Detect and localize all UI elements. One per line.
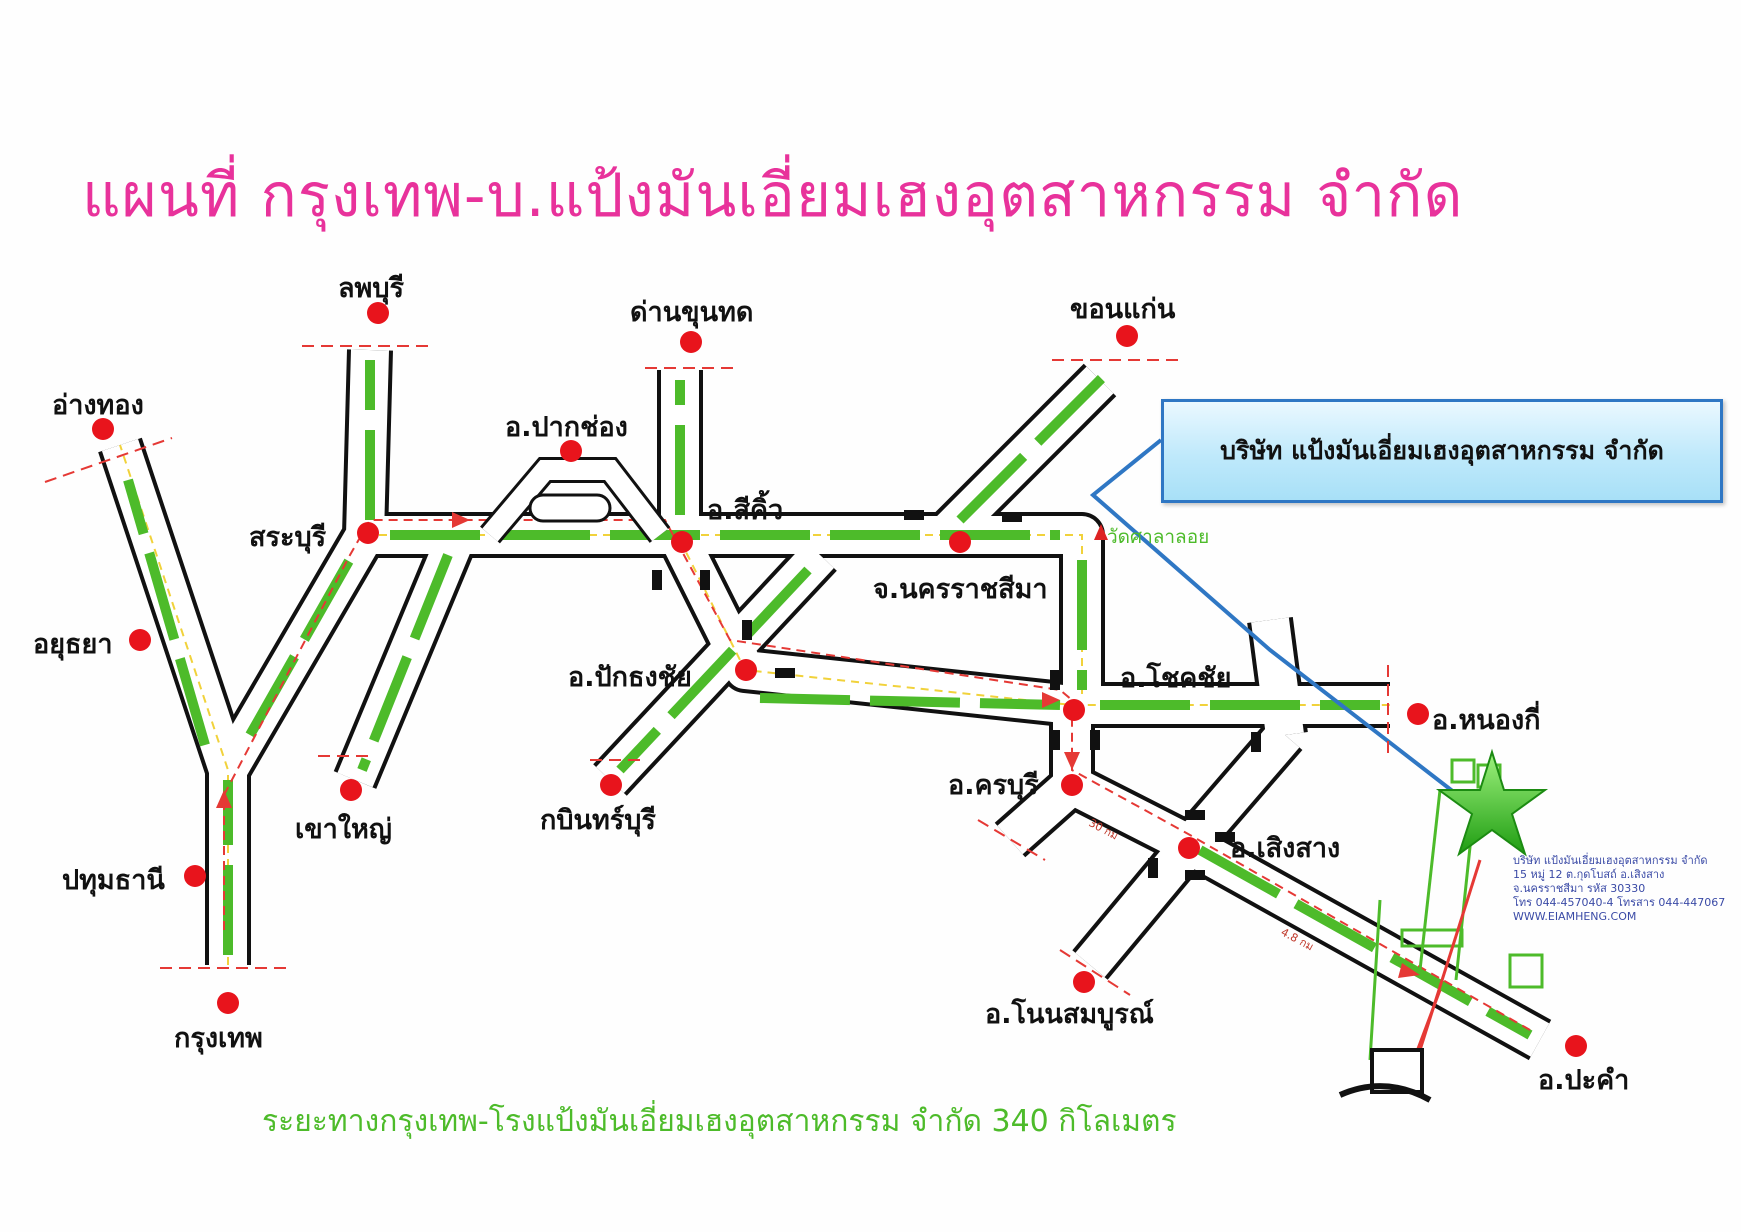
factory-info-line: บริษัท แป้งมันเอี่ยมเฮงอุตสาหกรรม จำกัด bbox=[1513, 854, 1708, 867]
label-kabinburi: กบินทร์บุรี bbox=[540, 805, 656, 836]
city-markers bbox=[92, 302, 1587, 1057]
factory-info-line: 15 หมู่ 12 ต.กุดโบสถ์ อ.เสิงสาง bbox=[1513, 868, 1665, 881]
label-soengsang: อ.เสิงสาง bbox=[1230, 833, 1341, 864]
factory-info-line: จ.นครราชสีมา รหัส 30330 bbox=[1513, 882, 1646, 895]
label-khaoyai: เขาใหญ่ bbox=[295, 814, 392, 845]
label-nongki: อ.หนองกี่ bbox=[1432, 705, 1541, 736]
label-dankhuntot: ด่านขุนทด bbox=[630, 297, 754, 328]
label-khonkaen: ขอนแก่น bbox=[1070, 294, 1176, 325]
label-bangkok: กรุงเทพ bbox=[174, 1023, 263, 1054]
label-ayutthaya: อยุธยา bbox=[33, 629, 113, 660]
distance-footer: ระยะทางกรุงเทพ-โรงแป้งมันเอี่ยมเฮงอุตสาห… bbox=[262, 1104, 1177, 1139]
company-callout: บริษัท แป้งมันเอี่ยมเฮงอุตสาหกรรม จำกัด bbox=[1161, 399, 1723, 503]
factory-star-icon bbox=[1435, 748, 1549, 857]
label-sikhio: อ.สีคิ้ว bbox=[707, 495, 784, 526]
factory-website: WWW.EIAMHENG.COM bbox=[1513, 910, 1637, 923]
route-arrows bbox=[216, 512, 1420, 978]
river bbox=[1338, 1083, 1432, 1103]
label-chokchai: อ.โชคชัย bbox=[1120, 663, 1232, 694]
label-nakhonratchasima: จ.นครราชสีมา bbox=[873, 574, 1048, 605]
temple-icon bbox=[1094, 524, 1108, 540]
factory-info: บริษัท แป้งมันเอี่ยมเฮงอุตสาหกรรม จำกัด … bbox=[1513, 854, 1725, 924]
label-landmark: วัดศาลาลอย bbox=[1107, 526, 1210, 548]
label-pakham: อ.ปะคำ bbox=[1538, 1065, 1630, 1096]
pakchong-loop bbox=[480, 457, 671, 544]
traffic-light-icons bbox=[652, 510, 1261, 880]
label-angthong: อ่างทอง bbox=[52, 390, 144, 421]
callout-text: บริษัท แป้งมันเอี่ยมเฮงอุตสาหกรรม จำกัด bbox=[1220, 436, 1664, 465]
province-boundaries bbox=[44, 345, 1389, 996]
route-line bbox=[223, 519, 1531, 1031]
label-pakthongchai: อ.ปักธงชัย bbox=[568, 662, 692, 693]
label-saraburi: สระบุรี bbox=[249, 522, 327, 553]
page-title: แผนที่ กรุงเทพ-บ.แป้งมันเอี่ยมเฮงอุตสาหก… bbox=[82, 161, 1464, 231]
label-khonburi: อ.ครบุรี bbox=[948, 770, 1039, 801]
factory-info-line: โทร 044-457040-4 โทรสาร 044-447067 bbox=[1513, 896, 1726, 909]
callout-pointer bbox=[1089, 438, 1492, 822]
label-lopburi: ลพบุรี bbox=[338, 273, 404, 304]
label-pakchong: อ.ปากช่อง bbox=[505, 412, 628, 443]
label-nonsomboon: อ.โนนสมบูรณ์ bbox=[985, 999, 1154, 1030]
label-pathumthani: ปทุมธานี bbox=[62, 865, 165, 896]
